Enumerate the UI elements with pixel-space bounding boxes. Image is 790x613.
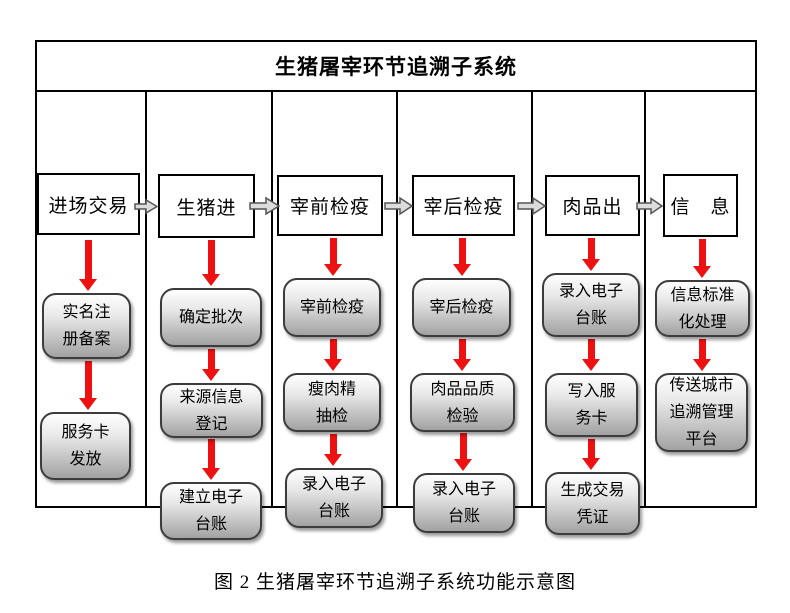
figure-caption: 图 2 生猪屠宰环节追溯子系统功能示意图 [213,572,576,593]
down-arrow-icon [582,238,600,271]
column-5-header: 肉品出 [545,175,640,236]
step-node: 来源信息 登记 [160,383,263,438]
down-arrow-icon [324,339,342,371]
down-arrow-icon [202,349,220,381]
down-arrow-icon [582,439,600,470]
step-node: 瘦肉精 抽检 [283,373,381,432]
column-2-header: 生猪进 [158,174,255,238]
down-arrow-icon [324,434,342,466]
diagram-title: 生猪屠宰环节追溯子系统 [35,40,757,92]
column-6-header: 信 息 [663,174,738,237]
down-arrow-icon [79,240,97,291]
down-arrow-icon [454,433,472,471]
step-node: 录入电子 台账 [542,273,640,337]
flow-arrow-right-icon [384,196,413,216]
step-node: 服务卡 发放 [40,412,131,480]
down-arrow-icon [202,439,220,480]
flow-arrow-right-icon [249,196,280,216]
down-arrow-icon [582,339,600,371]
step-node: 信息标准 化处理 [655,280,750,337]
down-arrow-icon [453,339,471,371]
column-divider [145,92,147,506]
down-arrow-icon [324,238,342,276]
flow-arrow-right-icon [517,196,546,216]
down-arrow-icon [79,361,97,410]
flow-arrow-right-icon [134,198,158,215]
column-3-header: 宰前检疫 [277,175,383,236]
step-node: 录入电子 台账 [413,473,515,533]
down-arrow-icon [693,339,711,371]
step-node: 建立电子 台账 [160,482,262,540]
column-divider [531,92,533,506]
column-divider [644,92,646,506]
step-node: 传送城市 追溯管理 平台 [655,373,748,452]
step-node: 录入电子 台账 [285,468,383,528]
column-divider [271,92,273,506]
column-4-header: 宰后检疫 [412,175,515,236]
column-1-header: 进场交易 [37,173,140,235]
step-node: 确定批次 [160,288,262,347]
column-divider [396,92,398,506]
down-arrow-icon [202,240,220,286]
step-node: 实名注 册备案 [42,293,131,359]
down-arrow-icon [693,239,711,278]
flow-arrow-right-icon [636,197,663,215]
down-arrow-icon [453,238,471,276]
step-node: 宰前检疫 [283,278,381,337]
step-node: 生成交易 凭证 [545,472,640,535]
step-node: 宰后检疫 [412,278,511,337]
step-node: 写入服 务卡 [545,373,638,437]
step-node: 肉品品质 检验 [410,373,515,432]
